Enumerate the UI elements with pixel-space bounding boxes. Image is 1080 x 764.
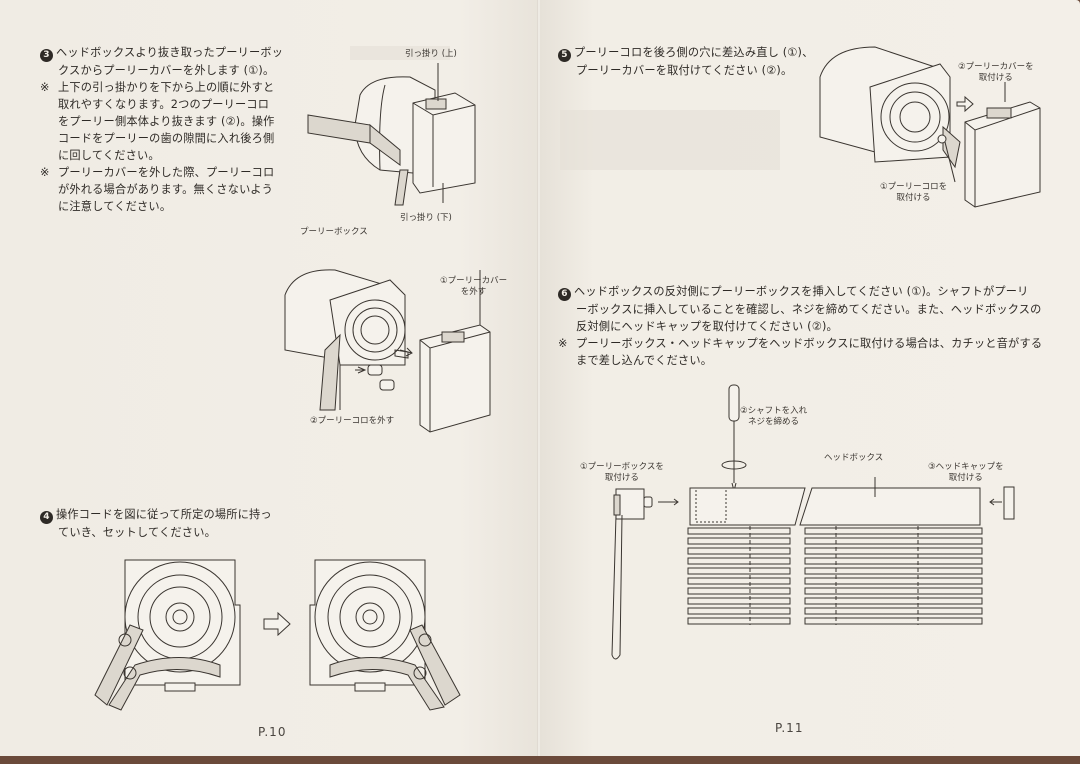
label-line: 取付ける xyxy=(948,473,983,483)
pulley-box-hooks-illustration xyxy=(307,63,476,206)
arrow-right-icon xyxy=(263,611,291,637)
step-text: プーリーカバーを取付けてください (②)。 xyxy=(576,64,793,77)
note-mark: ※ xyxy=(40,81,50,94)
note-text: 取れやすくなります。2つのプーリーコロ xyxy=(58,98,270,111)
blind-assembly-illustration xyxy=(611,477,1015,660)
step-text: ーボックスに挿入していることを確認し、ネジを締めてください。また、ヘッドボックス… xyxy=(576,303,1042,316)
step-text: ヘッドボックスより抜き取ったプーリーボッ xyxy=(56,46,284,59)
label-line: ②シャフトを入れ xyxy=(740,406,808,416)
step-text: ていき、セットしてください。 xyxy=(58,526,216,539)
page-number: P.11 xyxy=(775,721,804,735)
page-number: P.10 xyxy=(258,725,287,739)
note-text: が外れる場合があります。無くさないよう xyxy=(58,183,274,196)
cord-routing-after-illustration xyxy=(309,559,461,711)
label-line: ②プーリーカバーを xyxy=(958,62,1034,72)
screwdriver-icon xyxy=(721,384,747,492)
spine xyxy=(537,0,541,756)
label-attach-pulley-box: ①プーリーボックスを 取付ける xyxy=(580,462,664,484)
label-remove-roller: ②プーリーコロを外す xyxy=(310,416,395,426)
label-attach-head-cap: ③ヘッドキャップを 取付ける xyxy=(928,462,1004,484)
pulley-cover-removal-illustration xyxy=(284,269,491,433)
cord-routing-before-illustration xyxy=(94,559,241,711)
note-text: コードをプーリーの歯の隙間に入れ後ろ側 xyxy=(58,132,275,145)
note-mark: ※ xyxy=(558,337,568,350)
label-line: ①プーリーコロを xyxy=(880,182,948,192)
note-text: をプーリー側本体より抜きます (②)。操作 xyxy=(58,115,275,128)
label-top-hook: 引っ掛り (上) xyxy=(405,49,457,59)
label-line: 取付ける xyxy=(978,73,1013,83)
step-text: 操作コードを図に従って所定の場所に持っ xyxy=(56,508,272,521)
step-number-badge: 6 xyxy=(558,288,571,301)
label-shaft-screw: ②シャフトを入れ ネジを締める xyxy=(740,406,807,428)
label-line: 取付ける xyxy=(896,193,931,203)
step-number-badge: 3 xyxy=(40,49,53,62)
step-number-badge: 5 xyxy=(558,49,571,62)
note-mark: ※ xyxy=(40,166,50,179)
note: ※ 上下の引っ掛かりを下から上の順に外すと xyxy=(40,79,290,96)
note: ※ プーリーボックス・ヘッドキャップをヘッドボックスに取付ける場合は、カチッと音が… xyxy=(558,335,1048,352)
label-attach-cover: ②プーリーカバーを 取付ける xyxy=(958,62,1034,84)
pulley-cover-attach-illustration xyxy=(819,46,1041,208)
step-text: 反対側にヘッドキャップを取付けてください (②)。 xyxy=(576,320,838,333)
step-number-badge: 4 xyxy=(40,511,53,524)
label-headbox: ヘッドボックス xyxy=(824,453,884,463)
label-line: を外す xyxy=(460,287,487,297)
label-line: ①プーリーボックスを xyxy=(580,462,664,472)
step-text: ヘッドボックスの反対側にプーリーボックスを挿入してください (①)。シャフトがプ… xyxy=(574,285,1029,298)
label-line: ③ヘッドキャップを xyxy=(928,462,1004,472)
note-text: 上下の引っ掛かりを下から上の順に外すと xyxy=(58,81,275,94)
label-pulley-box: プーリーボックス xyxy=(300,227,368,237)
note-text: まで差し込んでください。 xyxy=(576,354,713,367)
note-text: プーリーカバーを外した際、プーリーコロ xyxy=(58,166,275,179)
step-text: クスからプーリーカバーを外します (①)。 xyxy=(58,64,275,77)
note-text: に回してください。 xyxy=(58,149,160,162)
label-line: ①プーリーカバー xyxy=(440,276,508,286)
label-line: ネジを締める xyxy=(748,417,800,427)
label-attach-roller: ①プーリーコロを 取付ける xyxy=(880,182,947,204)
label-line: 取付ける xyxy=(604,473,639,483)
label-bottom-hook: 引っ掛り (下) xyxy=(400,213,452,223)
note: ※ プーリーカバーを外した際、プーリーコロ xyxy=(40,164,290,181)
step-text: プーリーコロを後ろ側の穴に差込み直し (①)、 xyxy=(574,46,814,59)
label-remove-cover: ①プーリーカバー を外す xyxy=(440,276,507,298)
note-text: プーリーボックス・ヘッドキャップをヘッドボックスに取付ける場合は、カチッと音がす… xyxy=(576,337,1043,350)
note-text: に注意してください。 xyxy=(58,200,172,213)
